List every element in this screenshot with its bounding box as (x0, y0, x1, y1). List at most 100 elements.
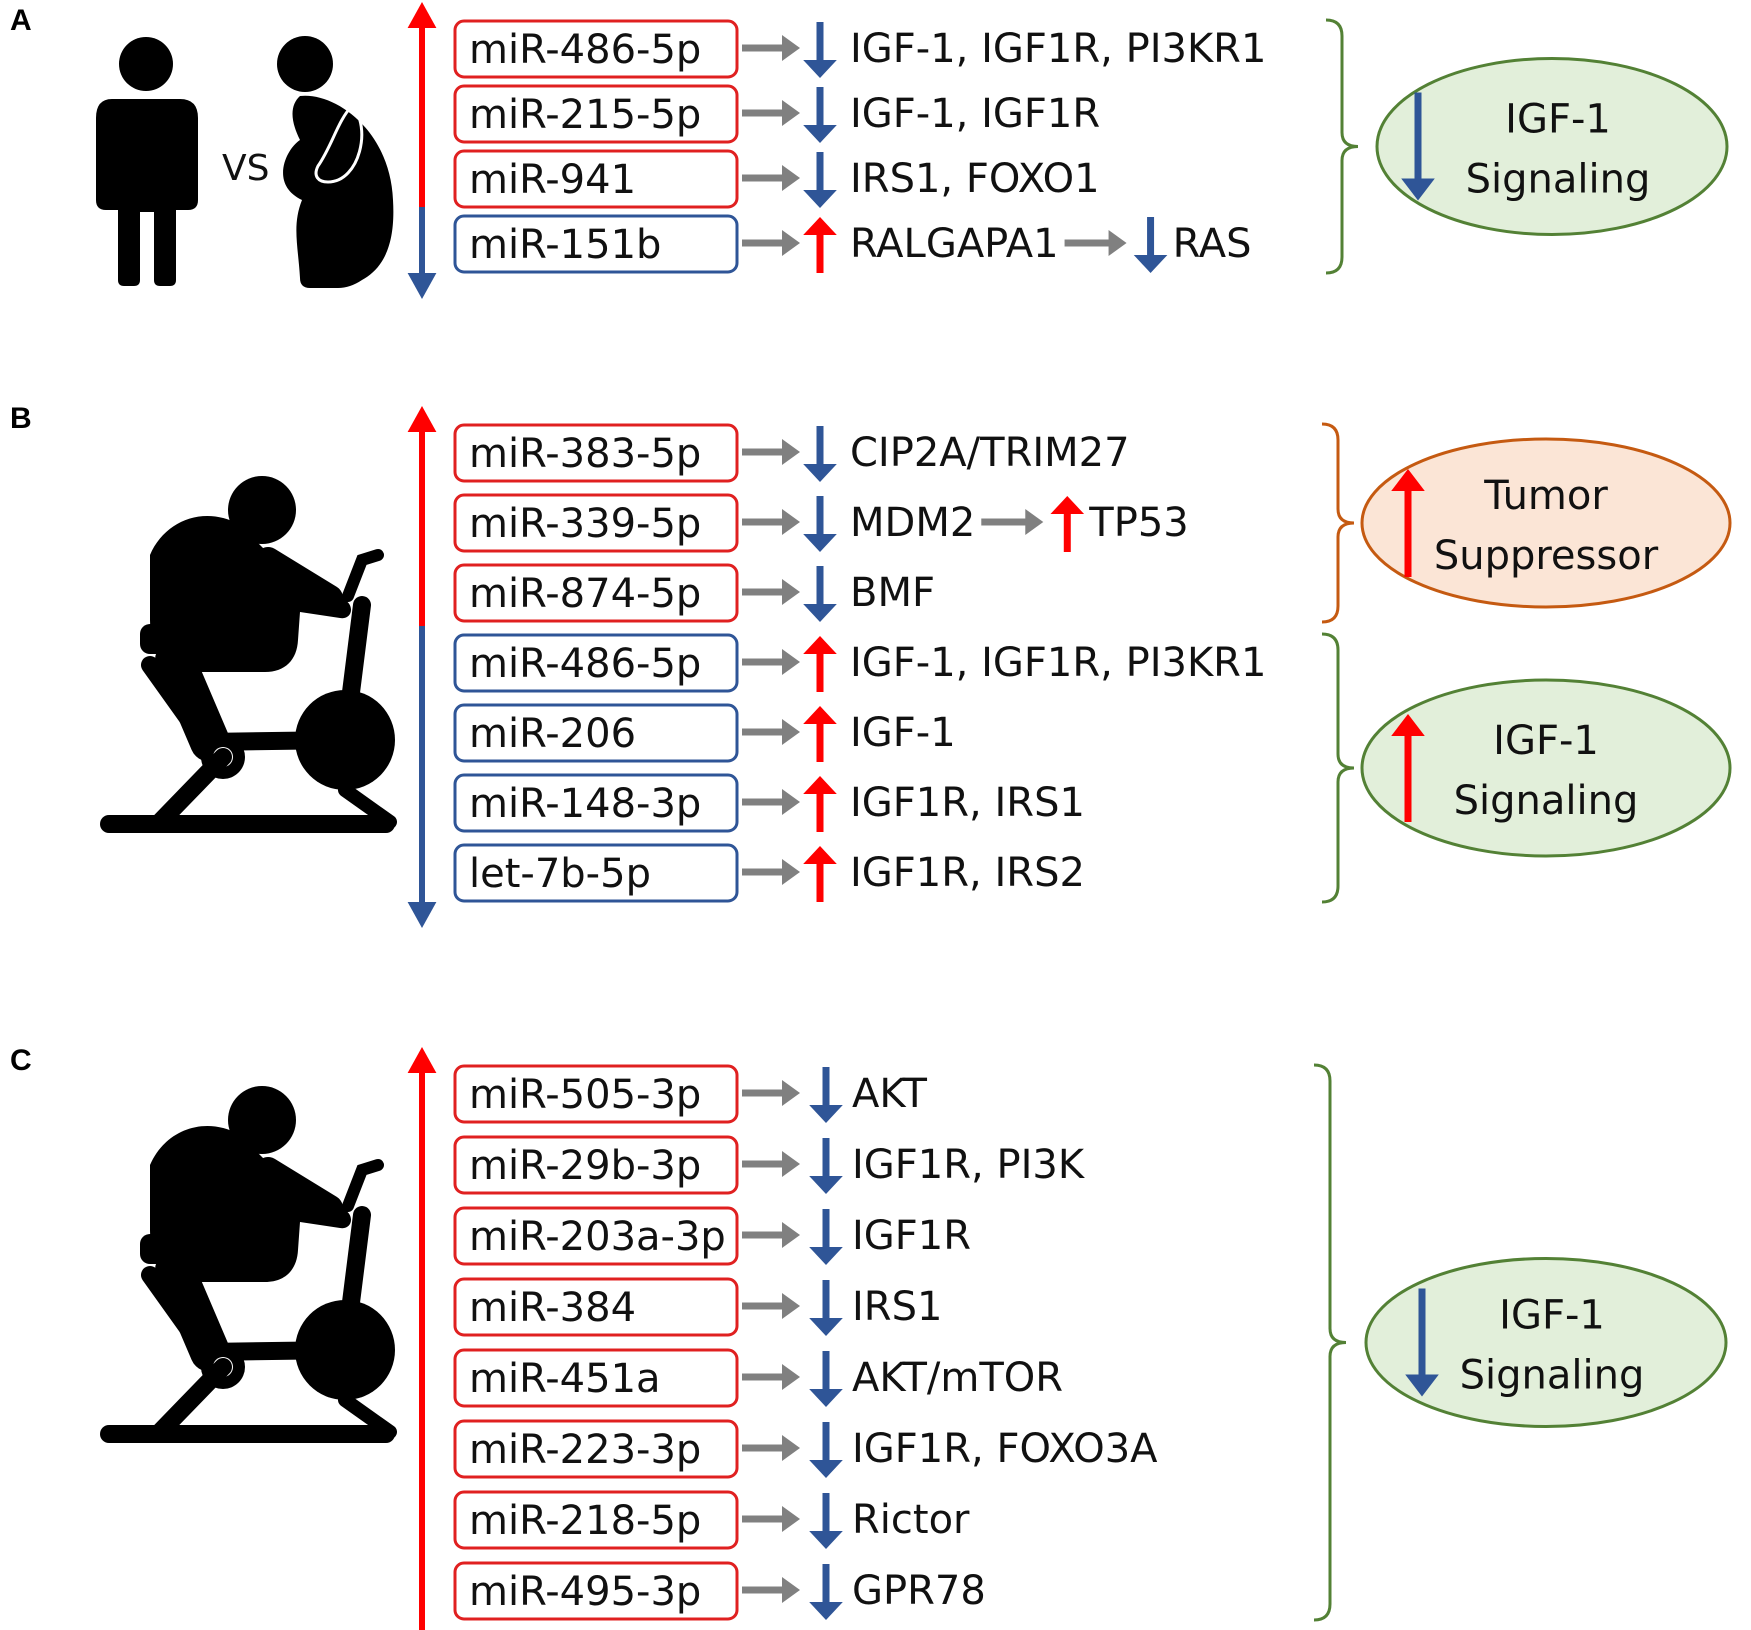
target-down-arrow (809, 1493, 843, 1549)
target-genes: MDM2 (850, 500, 975, 546)
panel-letter: C (10, 1044, 32, 1077)
mirna-box (453, 1490, 739, 1550)
target-genes: IGF1R (852, 1213, 971, 1259)
mirna-label: miR-223-3p (469, 1427, 701, 1473)
vs-label: VS (222, 148, 269, 189)
outcome-ellipse (1360, 437, 1732, 609)
target-genes: IGF-1, IGF1R, PI3KR1 (850, 640, 1266, 686)
outcome-label: Signaling (1460, 1353, 1645, 1399)
mirna-row: miR-148-3p IGF1R, IRS1 (453, 773, 1085, 833)
target-up-arrow (803, 846, 837, 902)
connector-arrow (742, 789, 800, 815)
target-genes: BMF (850, 570, 935, 616)
mirna-label: miR-148-3p (469, 781, 701, 827)
chain-connector-arrow (1064, 230, 1127, 256)
target-genes: Rictor (852, 1497, 970, 1543)
outcome-ellipse (1364, 1257, 1728, 1428)
outcome-label: Tumor (1483, 473, 1608, 519)
outcome-label: IGF-1 (1493, 718, 1599, 764)
outcome-label: IGF-1 (1505, 97, 1611, 143)
mirna-box (453, 84, 739, 144)
target-down-arrow (803, 496, 837, 552)
mirna-label: miR-218-5p (469, 1498, 701, 1544)
connector-arrow (742, 1222, 800, 1248)
exercise-bike-icon (100, 1086, 395, 1443)
main-down-arrow (407, 207, 437, 299)
outcome-label: Signaling (1466, 157, 1651, 203)
mirna-box (453, 149, 739, 209)
outcome-up-arrow (1391, 714, 1425, 822)
main-up-arrow (407, 2, 437, 224)
target-down-arrow (803, 426, 837, 482)
group-brace (1313, 1063, 1347, 1622)
mirna-label: miR-384 (469, 1285, 636, 1331)
target-genes: AKT (852, 1071, 927, 1117)
mirna-box (453, 1348, 739, 1408)
outcome-ellipse (1360, 678, 1732, 858)
chain-down-arrow (1133, 217, 1168, 273)
mirna-label: miR-495-3p (469, 1569, 701, 1615)
mirna-box (453, 843, 739, 903)
mirna-row: miR-486-5p IGF-1, IGF1R, PI3KR1 (453, 633, 1266, 693)
target-genes: CIP2A/TRIM27 (850, 430, 1130, 476)
mirna-label: miR-941 (469, 157, 636, 203)
mirna-label: miR-383-5p (469, 431, 701, 477)
target-genes: IRS1, FOXO1 (850, 156, 1100, 202)
mirna-label: miR-505-3p (469, 1072, 701, 1118)
connector-arrow (742, 859, 800, 885)
person-vs-obese-icon: VS (96, 36, 394, 288)
connector-arrow (742, 1080, 800, 1106)
target-down-arrow (803, 87, 837, 143)
mirna-box (453, 493, 739, 553)
target-genes: IGF1R, IRS2 (850, 850, 1085, 896)
main-down-arrow (407, 626, 437, 928)
mirna-box (453, 563, 739, 623)
target-down-arrow (803, 566, 837, 622)
mirna-box (453, 1561, 739, 1621)
mirna-label: miR-339-5p (469, 501, 701, 547)
target-genes: IRS1 (852, 1284, 942, 1330)
target-down-arrow (809, 1280, 843, 1336)
target-genes: IGF1R, FOXO3A (852, 1426, 1158, 1472)
target-up-arrow (803, 636, 837, 692)
outcome-ellipse (1375, 57, 1729, 236)
mirna-box (453, 1064, 739, 1124)
mirna-box (453, 1135, 739, 1195)
group-brace (1321, 632, 1355, 904)
target-genes: IGF-1 (850, 710, 956, 756)
connector-arrow (742, 719, 800, 745)
panel-letter: B (10, 402, 32, 435)
mirna-row: miR-384 IRS1 (453, 1277, 942, 1337)
mirna-box (453, 214, 739, 274)
main-up-arrow (407, 1047, 437, 1630)
mirna-label: miR-486-5p (469, 641, 701, 687)
mirna-box (453, 703, 739, 763)
target-genes: AKT/mTOR (852, 1355, 1063, 1401)
connector-arrow (742, 1506, 800, 1532)
outcome-up-arrow (1391, 469, 1425, 577)
mirna-box (453, 19, 739, 79)
target-down-arrow (809, 1067, 843, 1123)
connector-arrow (742, 1364, 800, 1390)
connector-arrow (742, 1293, 800, 1319)
mirna-row: miR-505-3p AKT (453, 1064, 927, 1124)
mirna-box (453, 1419, 739, 1479)
mirna-row: miR-383-5p CIP2A/TRIM27 (453, 423, 1130, 483)
outcome-down-arrow (1401, 92, 1435, 201)
connector-arrow (742, 579, 800, 605)
target-genes: IGF1R, IRS1 (850, 780, 1085, 826)
